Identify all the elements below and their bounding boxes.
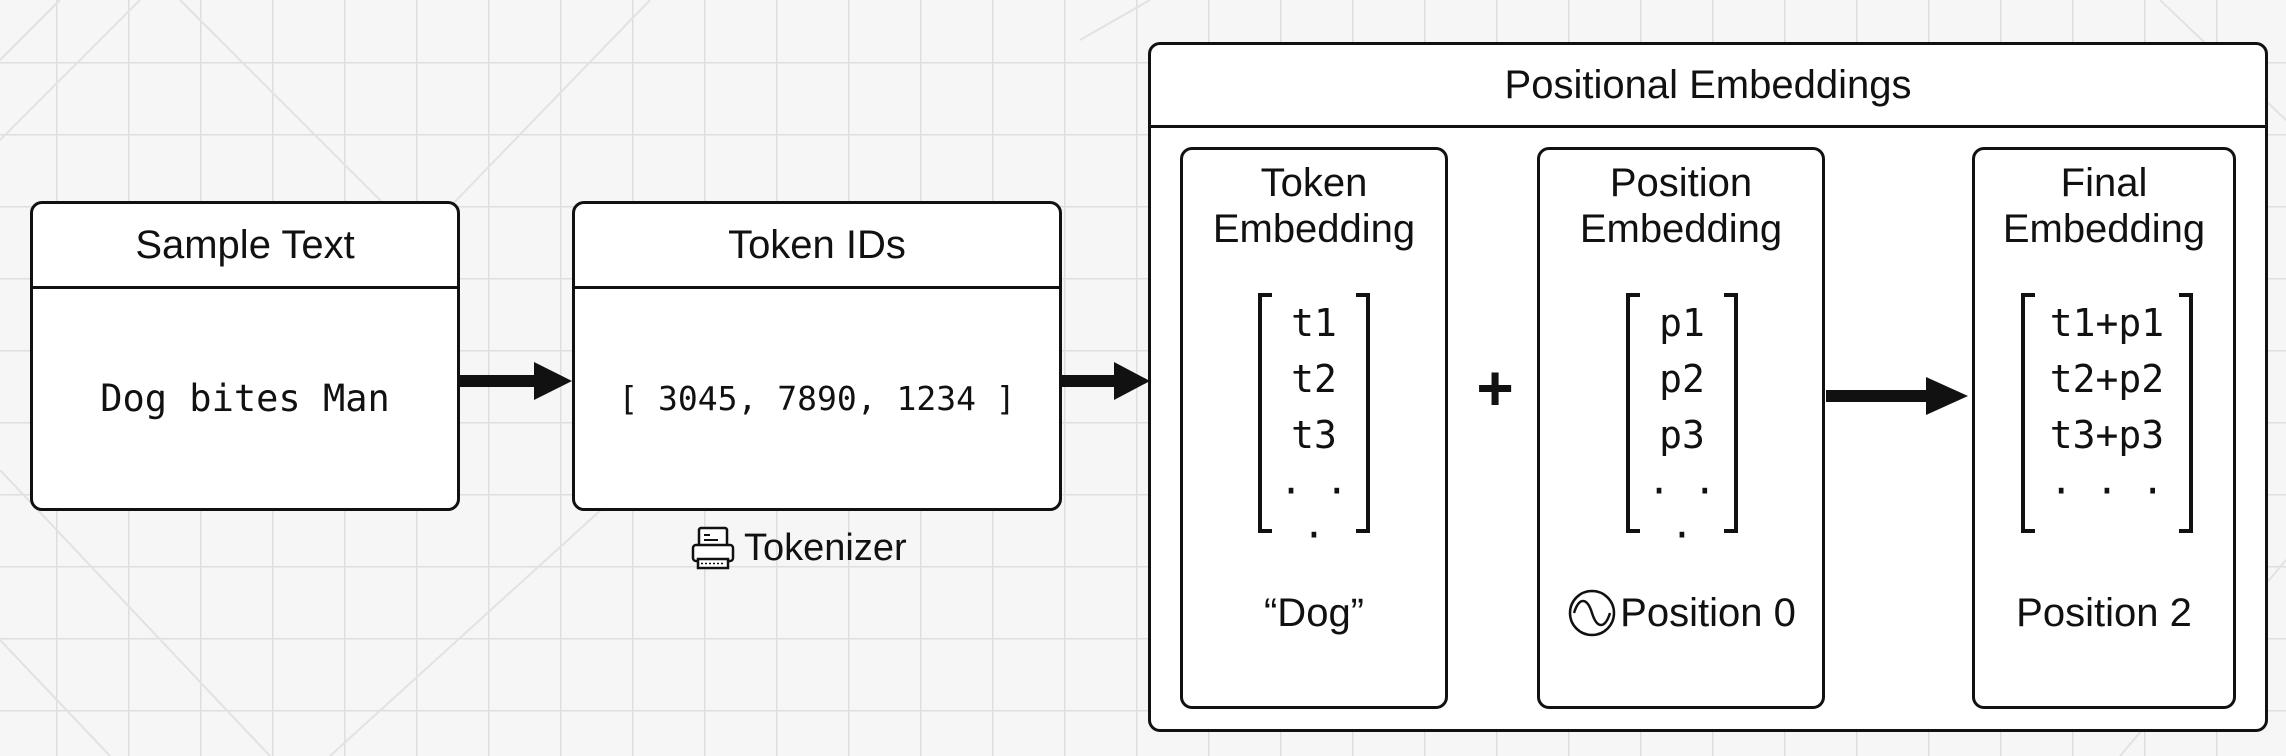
position-embedding-title: Position Embedding — [1540, 160, 1822, 252]
arrow-tokens-to-embeddings — [1060, 362, 1150, 400]
position-embedding-row: p2 — [1659, 357, 1705, 401]
token-embedding-vector: t1 t2 t3 · · · — [1258, 293, 1370, 557]
token-ids-box: Token IDs [ 3045, 7890, 1234 ] — [572, 201, 1062, 511]
position-embedding-title-line2: Embedding — [1579, 207, 1783, 251]
token-ids-header: Token IDs — [575, 204, 1059, 289]
sample-text-value: Dog bites Man — [100, 377, 390, 420]
arrow-to-final-embedding — [1826, 377, 1968, 415]
token-embedding-row: · · · — [1279, 469, 1349, 557]
token-embedding-title-line1: Token — [1260, 161, 1368, 205]
final-embedding-vector: t1+p1 t2+p2 t3+p3 · · · — [2021, 293, 2193, 533]
position-embedding-box: Position Embedding p1 p2 p3 · · · Positi… — [1537, 147, 1825, 709]
token-embedding-title-line2: Embedding — [1212, 207, 1416, 251]
position-embedding-vector: p1 p2 p3 · · · — [1626, 293, 1738, 557]
tokenizer-icon — [691, 526, 735, 570]
token-embedding-box: Token Embedding t1 t2 t3 · · · “Dog” — [1180, 147, 1448, 709]
sine-wave-icon — [1568, 589, 1616, 637]
final-embedding-row: t3+p3 — [2049, 413, 2165, 457]
tokenizer-caption: Tokenizer — [690, 520, 907, 576]
final-embedding-row: t2+p2 — [2049, 357, 2165, 401]
token-embedding-row: t1 — [1291, 301, 1337, 345]
final-embedding-row: t1+p1 — [2049, 301, 2165, 345]
final-embedding-title: Final Embedding — [1975, 160, 2233, 252]
sample-text-box: Sample Text Dog bites Man — [30, 201, 460, 511]
position-embedding-title-line1: Position — [1609, 161, 1753, 205]
final-embedding-title-line1: Final — [2060, 161, 2148, 205]
tokenizer-label: Tokenizer — [744, 526, 907, 569]
final-embedding-box: Final Embedding t1+p1 t2+p2 t3+p3 · · · … — [1972, 147, 2236, 709]
position-embedding-caption-label: Position 0 — [1620, 590, 1796, 635]
positional-embeddings-header: Positional Embeddings — [1151, 45, 2265, 128]
token-embedding-caption: “Dog” — [1263, 591, 1365, 635]
position-embedding-row: · · · — [1647, 469, 1717, 557]
token-embedding-title: Token Embedding — [1183, 160, 1445, 252]
final-embedding-caption: Position 2 — [2016, 591, 2192, 635]
sample-text-content: Dog bites Man — [33, 289, 457, 508]
token-embedding-row: t2 — [1291, 357, 1337, 401]
plus-operator: + — [1476, 352, 1514, 424]
position-embedding-row: p1 — [1659, 301, 1705, 345]
final-embedding-row: · · · — [2049, 469, 2165, 513]
sample-text-header: Sample Text — [33, 204, 457, 289]
position-embedding-row: p3 — [1659, 413, 1705, 457]
position-embedding-caption: Position 0 — [1540, 587, 1822, 639]
token-ids-content: [ 3045, 7890, 1234 ] — [575, 289, 1059, 508]
final-embedding-title-line2: Embedding — [2002, 207, 2206, 251]
arrow-sample-to-tokens — [458, 362, 572, 400]
token-embedding-row: t3 — [1291, 413, 1337, 457]
token-ids-value: [ 3045, 7890, 1234 ] — [618, 379, 1016, 418]
